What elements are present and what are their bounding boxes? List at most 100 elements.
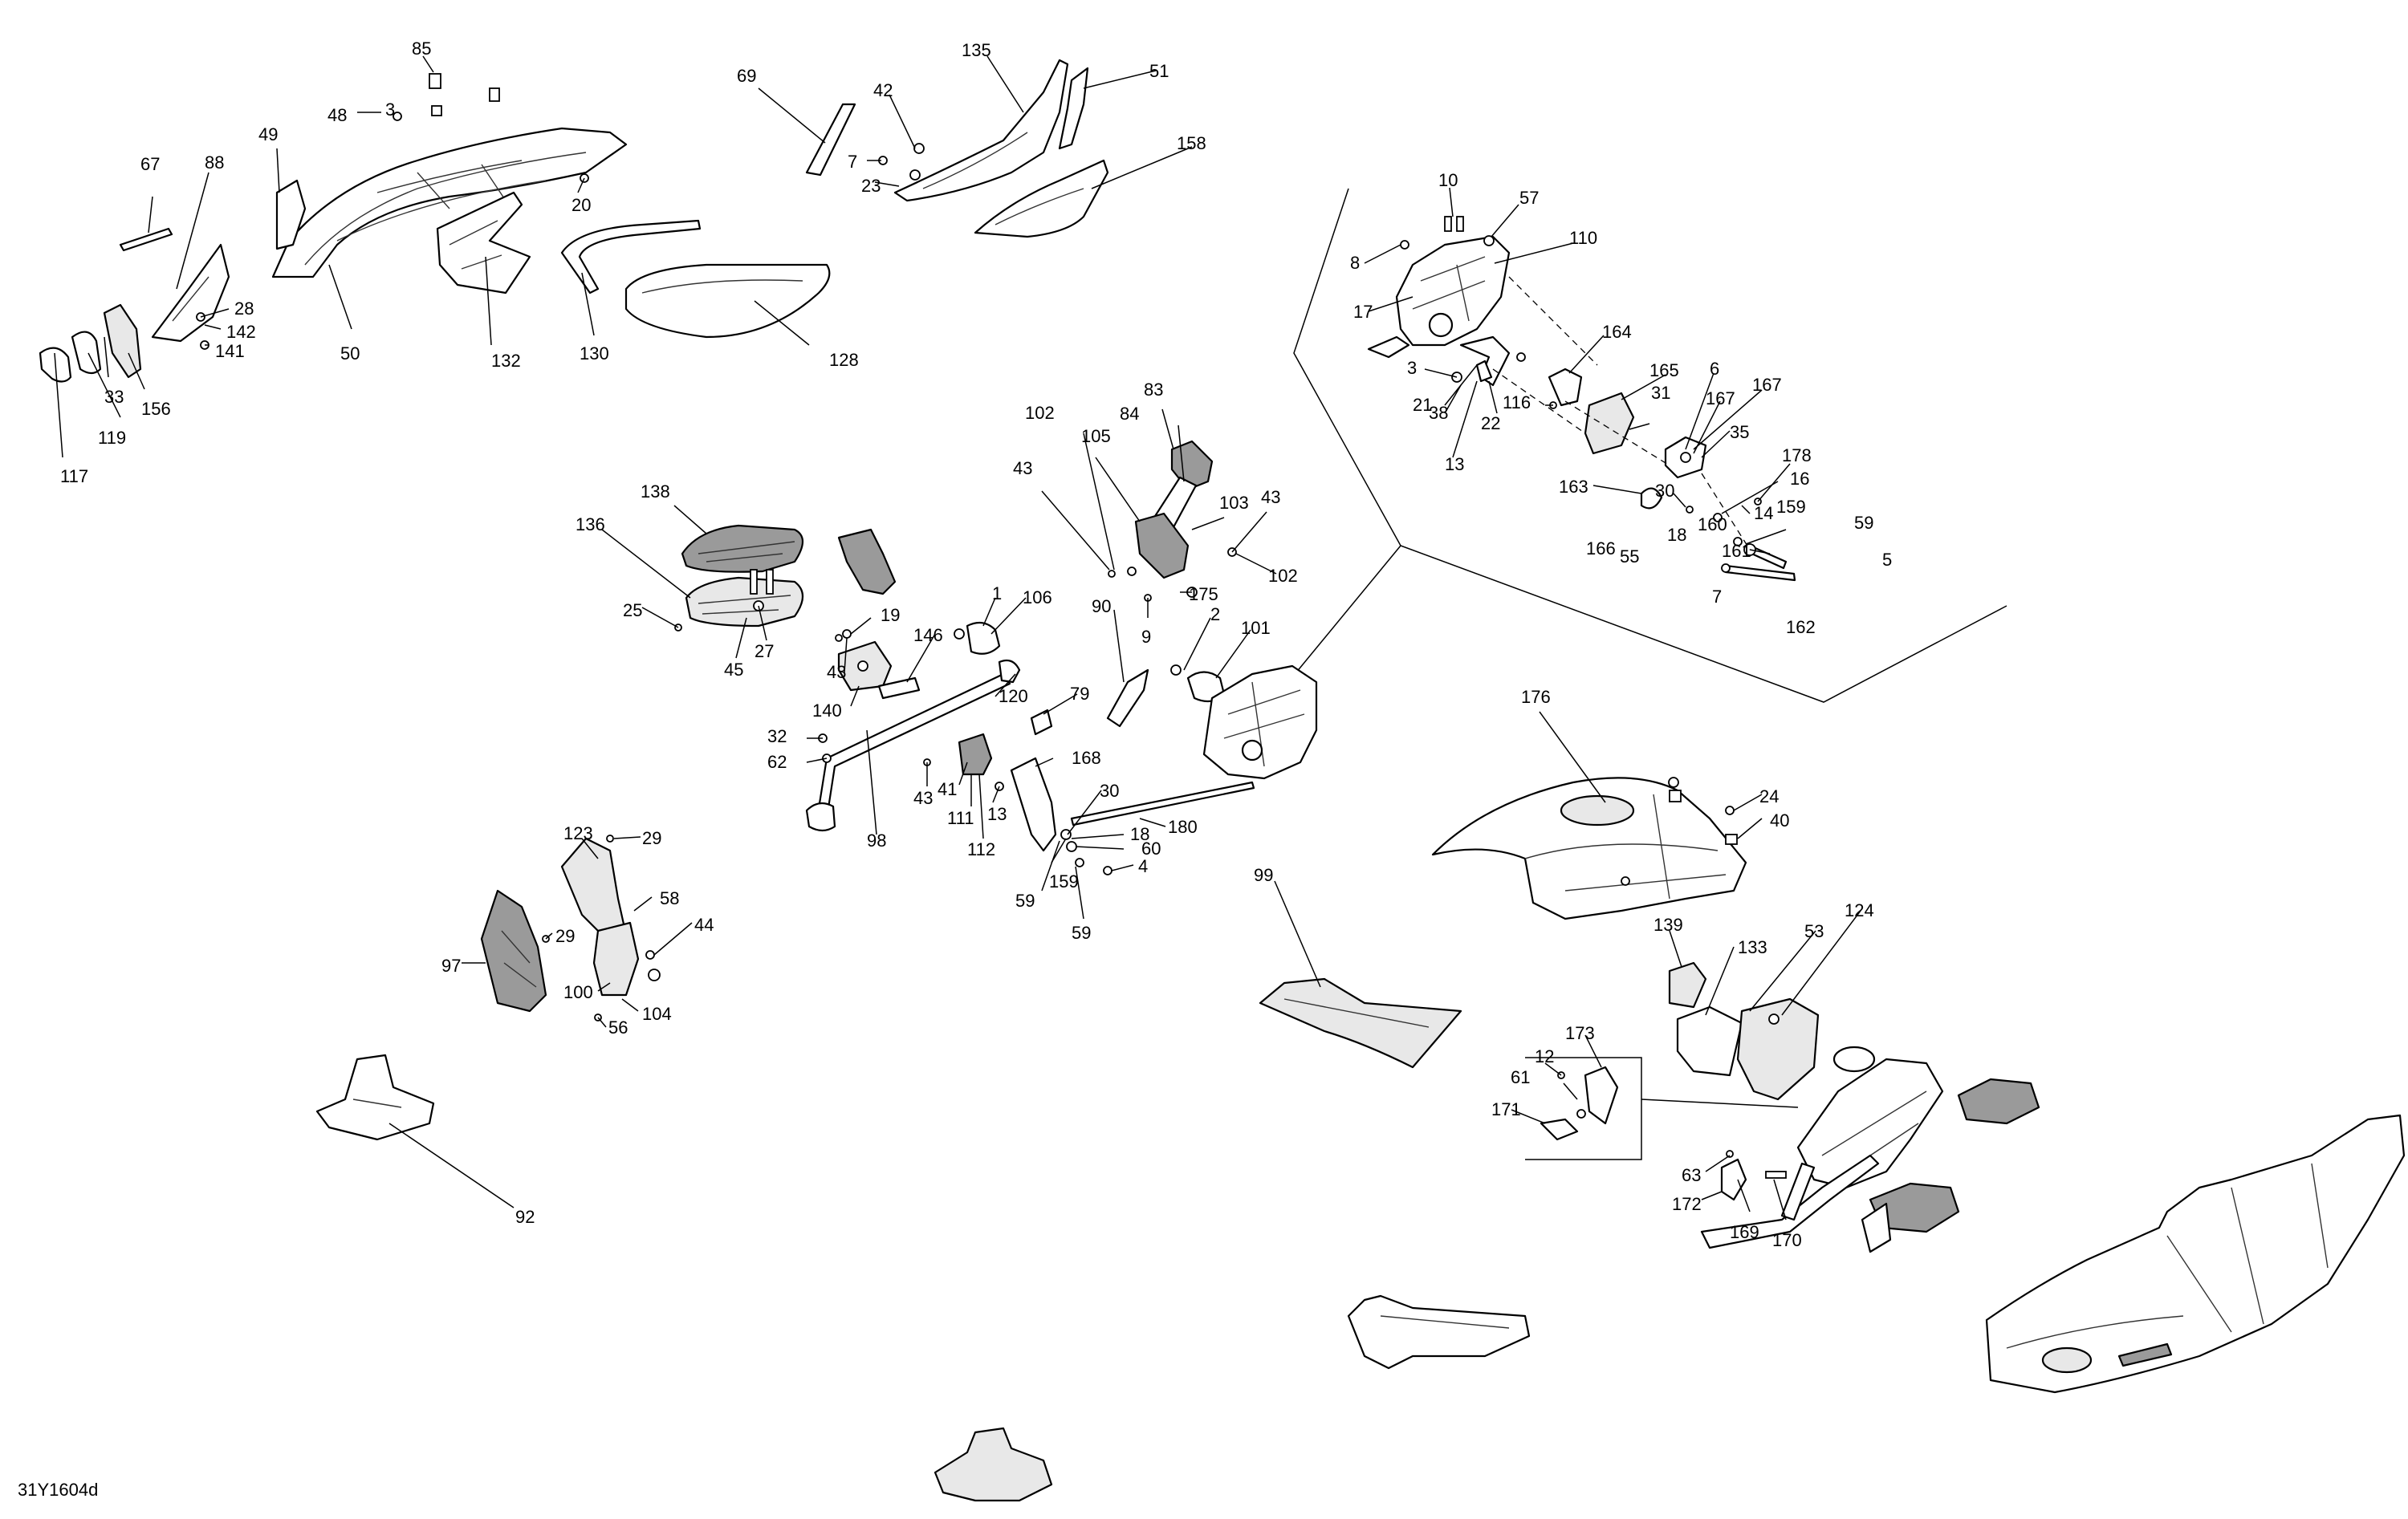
callout-4: 4 [1138, 856, 1148, 876]
callout-140: 140 [812, 701, 842, 721]
callout-100: 100 [563, 982, 593, 1002]
callout-35: 35 [1730, 422, 1749, 442]
callout-128: 128 [829, 350, 859, 370]
callout-48: 48 [327, 105, 347, 125]
callout-138: 138 [641, 481, 670, 502]
cover-133 [1676, 1005, 1743, 1077]
frame-assembly [1700, 1046, 1944, 1249]
callout-112: 112 [967, 839, 995, 859]
callout-28: 28 [234, 299, 254, 319]
callout-27: 27 [755, 641, 774, 661]
callout-175: 175 [1189, 584, 1218, 604]
callout-169: 169 [1730, 1222, 1759, 1242]
callout-9: 9 [1141, 627, 1151, 647]
callout-90: 90 [1092, 596, 1111, 616]
callout-60: 60 [1141, 839, 1161, 859]
callout-136: 136 [576, 514, 605, 534]
callout-43: 43 [1261, 487, 1280, 507]
bracket-172-group [1720, 1150, 1787, 1201]
skid-plate-lower-center [934, 1427, 1053, 1502]
lever-13-inset [1459, 335, 1511, 387]
callout-163: 163 [1559, 477, 1588, 497]
panel-97 [480, 889, 547, 1013]
callout-7: 7 [848, 152, 857, 172]
brake-pedal-bracket-2 [1202, 664, 1318, 780]
callout-83: 83 [1144, 380, 1163, 400]
callout-98: 98 [867, 831, 886, 851]
callout-130: 130 [580, 343, 609, 364]
callout-84: 84 [1120, 404, 1139, 424]
lens-156 [103, 303, 142, 379]
bezel-119 [71, 331, 102, 375]
bracket-140 [837, 640, 893, 692]
callout-29: 29 [555, 926, 575, 946]
footrest-136 [685, 576, 804, 628]
inset-assembly-guide [1492, 276, 1751, 550]
callout-8: 8 [1350, 253, 1360, 273]
seat-128 [624, 263, 831, 339]
callout-38: 38 [1429, 403, 1448, 423]
callout-178: 178 [1782, 445, 1812, 465]
callout-31: 31 [1651, 383, 1670, 403]
side-panel-49 [275, 179, 307, 250]
callout-55: 55 [1620, 546, 1639, 567]
skid-plate-92 [315, 1054, 435, 1141]
callout-10: 10 [1438, 170, 1458, 190]
callout-142: 142 [226, 322, 256, 342]
panel-158 [974, 159, 1109, 238]
trim-strip-130 [560, 219, 702, 294]
callout-leaders [54, 55, 1861, 1220]
cover-165 [1584, 392, 1635, 455]
callout-17: 17 [1353, 302, 1373, 322]
callout-172: 172 [1672, 1194, 1702, 1214]
callout-164: 164 [1602, 322, 1632, 342]
bracket-17 [1367, 335, 1410, 359]
front-fender-99 [1259, 977, 1462, 1069]
callout-13: 13 [1445, 454, 1464, 474]
callout-29: 29 [642, 828, 661, 848]
callout-30: 30 [1100, 781, 1119, 801]
callout-161: 161 [1722, 541, 1751, 561]
callout-45: 45 [724, 660, 743, 680]
callout-2: 2 [1210, 604, 1220, 624]
callout-18: 18 [1130, 824, 1149, 844]
footrest-83 [1170, 440, 1214, 491]
callout-180: 180 [1168, 817, 1198, 837]
callout-92: 92 [515, 1207, 535, 1227]
crossbar-98 [805, 659, 1021, 832]
callout-53: 53 [1804, 921, 1824, 941]
callout-51: 51 [1149, 61, 1169, 81]
callout-43: 43 [913, 788, 933, 808]
callout-110: 110 [1569, 228, 1597, 248]
bracket-173-pointer [1641, 1099, 1799, 1108]
callout-67: 67 [140, 154, 160, 174]
callout-160: 160 [1698, 514, 1727, 534]
lever-90 [1106, 668, 1149, 728]
footrest-right-lower [1861, 1182, 1960, 1253]
callout-102: 102 [1025, 403, 1055, 423]
callout-166: 166 [1586, 538, 1616, 558]
spring-55 [1640, 487, 1663, 510]
callout-40: 40 [1770, 810, 1789, 831]
small-hardware-topleft [196, 73, 589, 350]
inset-boundary [1293, 188, 2007, 703]
plate-164 [1548, 368, 1583, 407]
callout-22: 22 [1481, 413, 1500, 433]
footrest-138 [681, 524, 804, 573]
callout-labels: 85 48 3 49 88 67 20 28 142 141 50 132 13… [60, 39, 1892, 1250]
callout-99: 99 [1254, 865, 1273, 885]
callout-102: 102 [1268, 566, 1298, 586]
callout-146: 146 [913, 625, 943, 645]
footboard-right [1985, 1114, 2406, 1394]
clamp-111 [958, 733, 993, 776]
callout-79: 79 [1070, 684, 1089, 704]
callout-165: 165 [1649, 360, 1679, 380]
callout-21: 21 [1413, 395, 1432, 415]
diagram-code: 31Y1604d [18, 1480, 98, 1500]
callout-88: 88 [205, 152, 224, 173]
callout-1: 1 [992, 583, 1002, 603]
callout-12: 12 [1535, 1046, 1554, 1066]
panel-123 [560, 837, 628, 944]
callout-41: 41 [938, 779, 957, 799]
